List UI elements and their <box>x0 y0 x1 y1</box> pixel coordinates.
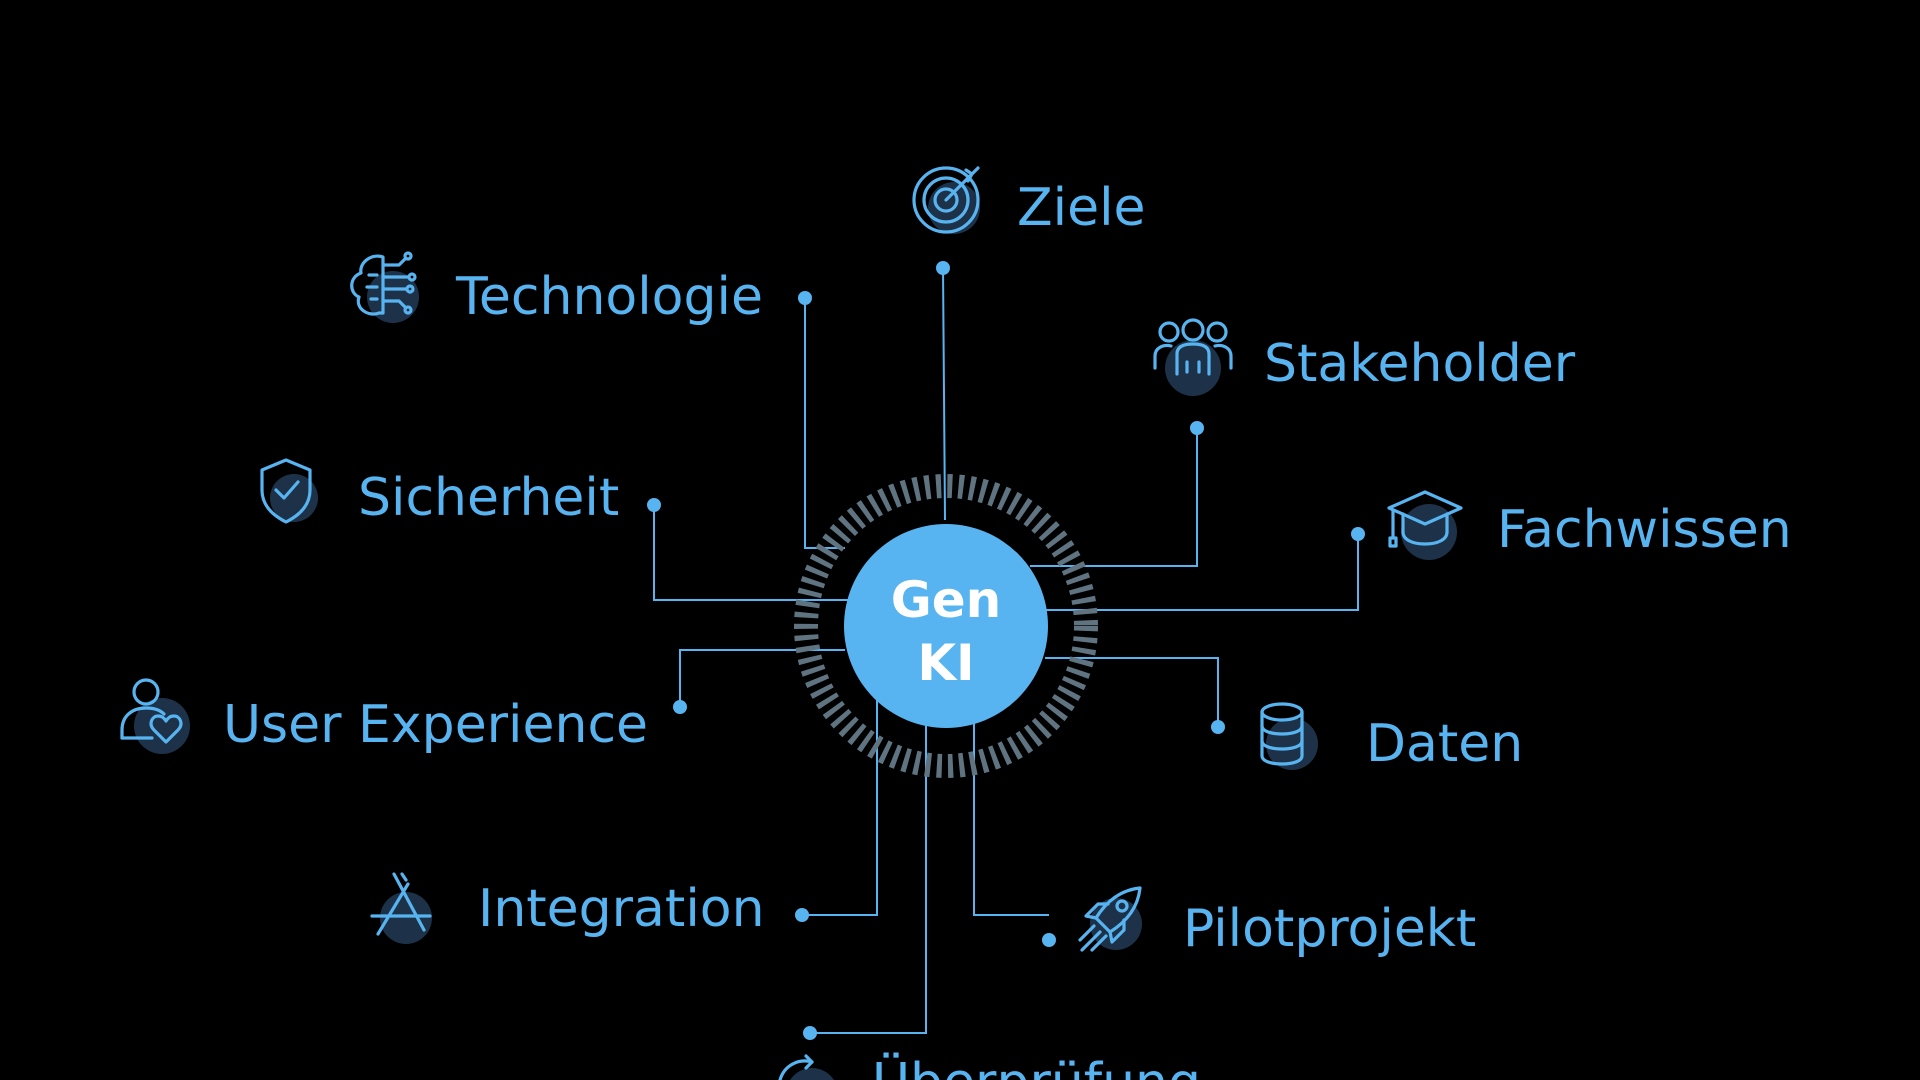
dot-fachwissen <box>1351 527 1365 541</box>
node-labels: Ziele Technologie Stakeholder Sicherheit… <box>223 178 1792 1080</box>
dot-sicherheit <box>647 498 661 512</box>
graduation-cap-icon <box>1387 490 1463 560</box>
connector-daten <box>1045 657 1219 727</box>
connector-fachwissen <box>1045 534 1359 611</box>
shield-check-icon <box>260 458 318 524</box>
label-ziele: Ziele <box>1017 178 1146 238</box>
dot-daten <box>1211 720 1225 734</box>
center-hub: Gen KI <box>794 474 1098 778</box>
connector-integration <box>802 700 878 916</box>
dot-user-experience <box>673 700 687 714</box>
label-stakeholder: Stakeholder <box>1264 334 1576 394</box>
connector-sicherheit <box>653 505 850 601</box>
connectors <box>653 267 1359 1034</box>
label-technologie: Technologie <box>455 267 763 327</box>
app-store-icon <box>370 872 432 944</box>
tick-ring <box>794 474 1098 778</box>
database-icon <box>1260 702 1318 770</box>
people-group-icon <box>1153 318 1233 396</box>
connector-user-experience <box>679 649 845 707</box>
label-ueberpruefung: Überprüfung <box>872 1052 1201 1080</box>
dot-technologie <box>798 291 812 305</box>
refresh-icon <box>778 1054 834 1080</box>
connector-dots <box>647 261 1365 1040</box>
center-label-line2: KI <box>917 634 974 692</box>
label-fachwissen: Fachwissen <box>1497 500 1792 560</box>
dot-ziele <box>936 261 950 275</box>
center-circle <box>844 524 1048 728</box>
center-label-line1: Gen <box>891 571 1002 629</box>
label-user-experience: User Experience <box>223 695 648 755</box>
dot-integration <box>795 908 809 922</box>
target-icon <box>912 166 980 234</box>
dot-pilotprojekt <box>1042 933 1056 947</box>
connector-pilotprojekt <box>973 718 1049 916</box>
brain-circuit-icon <box>350 251 419 323</box>
label-daten: Daten <box>1366 714 1523 774</box>
label-sicherheit: Sicherheit <box>358 468 619 528</box>
connector-stakeholder <box>1030 428 1198 567</box>
dot-stakeholder <box>1190 421 1204 435</box>
connector-ziele <box>942 267 946 521</box>
connector-technologie <box>804 298 845 549</box>
dot-ueberpruefung <box>803 1026 817 1040</box>
label-integration: Integration <box>478 879 765 939</box>
label-pilotprojekt: Pilotprojekt <box>1183 899 1476 959</box>
user-heart-icon <box>120 678 190 754</box>
connector-ueberpruefung <box>810 720 927 1034</box>
rocket-icon <box>1078 886 1142 952</box>
